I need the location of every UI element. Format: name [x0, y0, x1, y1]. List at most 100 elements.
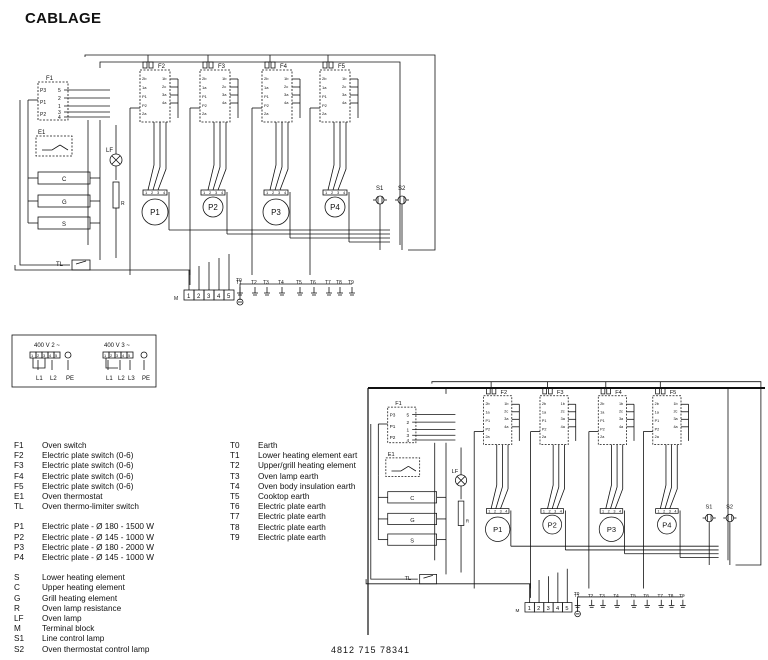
top-bus-wire-2 [445, 387, 729, 561]
plate-switch-cam [655, 387, 660, 395]
plate-terminal-num: 1 [488, 509, 490, 513]
supply-terminal-num: 4 [122, 353, 125, 358]
plate-terminal-num: 2 [663, 509, 665, 513]
earth-symbol [574, 610, 581, 618]
heating-element-label: C [62, 177, 67, 183]
plate-circle [485, 516, 511, 542]
legend-text: Electric plate - Ø 180 - 2000 W [42, 542, 154, 552]
legend-code: F5 [14, 481, 24, 491]
legend-code: E1 [14, 492, 25, 502]
plate-terminal-num: 2 [331, 190, 334, 195]
earth-label: T2 [251, 280, 257, 286]
plate-label: P2 [548, 520, 557, 529]
plate-feed-wire [490, 444, 498, 509]
supply-earth-symbol [64, 351, 72, 359]
plate-circle [141, 198, 169, 226]
terminal-cell [562, 602, 573, 613]
plate-switch-term: P1 [485, 419, 490, 423]
f1-label: F1 [395, 401, 402, 407]
control-lamp-symbol [375, 195, 385, 205]
earth-label: T3 [263, 280, 269, 286]
plate-switch-term: 1b [222, 76, 227, 81]
tl-contact [75, 260, 87, 265]
plate-feed-wire [212, 122, 221, 191]
plate-switch-term: 1a [142, 85, 147, 90]
document-number: 4812 715 78341 [331, 645, 411, 655]
plate-switch-term: 1b [561, 402, 565, 406]
legend-code: T4 [230, 481, 240, 491]
plate-terminal-num: 3 [669, 509, 671, 513]
plate-switch-term: 4a [162, 100, 167, 105]
legend-code: T6 [230, 502, 240, 512]
plate-terminal-num: 1 [658, 509, 660, 513]
plate-feed-wire [332, 122, 341, 191]
plate-switch-term: P2 [542, 428, 547, 432]
legend-text: Electric plate earth [258, 512, 326, 522]
plate-switch-term: 3a [222, 92, 227, 97]
terminal-block-label: M [174, 296, 178, 302]
plate-switch-term: 2c [504, 410, 508, 414]
earth-label: T4 [613, 593, 619, 598]
f1-term: P1 [40, 100, 46, 106]
plate-feed-wire [337, 122, 347, 191]
plate-switch-term: P2 [202, 103, 208, 108]
plate-switch-label: F3 [218, 64, 226, 70]
supply-terminal-num: 5 [55, 353, 58, 358]
earth-label: T9 [679, 593, 685, 598]
supply-terminal-num: 3 [43, 353, 46, 358]
plate-terminals [599, 508, 624, 514]
supply-terminal-num: 4 [49, 353, 52, 358]
plate-feed-wire [269, 122, 277, 191]
plate-switch-label: F4 [280, 64, 288, 70]
legend-item-f5: F5 Electric plate switch (0-6) [14, 482, 154, 492]
supply-phase-label: L2 [50, 376, 57, 382]
tl-thermo-limiter: TL [56, 259, 91, 271]
tl-label: TL [56, 262, 64, 268]
e1-thermostat: E1 [385, 452, 421, 478]
plate-label: P3 [607, 525, 616, 534]
tl-body [71, 259, 91, 271]
heating-element-label: S [410, 538, 414, 544]
page-title: CABLAGE [25, 10, 102, 27]
supply-box-frame [11, 334, 157, 388]
control-lamp-s2: S2 [723, 505, 737, 566]
plate-terminal-num: 3 [215, 190, 218, 195]
legend-text: Electric plate switch (0-6) [42, 481, 134, 491]
legend-code: C [14, 583, 20, 593]
plate-switch-term: 2c [284, 84, 288, 89]
legend-text: Oven lamp earth [258, 471, 319, 481]
supply-terminal-num: 1 [104, 353, 107, 358]
earth-label: T5 [630, 593, 636, 598]
plate-switch-term: P2 [485, 428, 490, 432]
legend-text: Line control lamp [42, 634, 105, 644]
e1-thermostat: E1 [35, 130, 73, 157]
plate-terminal-num: 4 [674, 509, 676, 513]
terminal-num: 5 [227, 294, 231, 300]
plate-switch-term: 4a [222, 100, 227, 105]
plate-switch-term: 4a [673, 425, 678, 429]
f1-term: 1 [58, 104, 61, 110]
legend-code: P1 [14, 522, 25, 532]
control-lamp-label: S1 [376, 186, 384, 192]
plate-switch-term: P2 [264, 103, 270, 108]
plate-switch-cam [542, 387, 547, 395]
plate-terminal-num: 4 [163, 190, 166, 195]
earth-label: T8 [668, 593, 674, 598]
left-bus-wire [370, 424, 418, 580]
legend-text: Lower heating element eart [258, 451, 358, 461]
legend-code: T9 [230, 532, 240, 542]
e1-contact [59, 144, 69, 151]
f1-term: 3 [407, 433, 410, 438]
